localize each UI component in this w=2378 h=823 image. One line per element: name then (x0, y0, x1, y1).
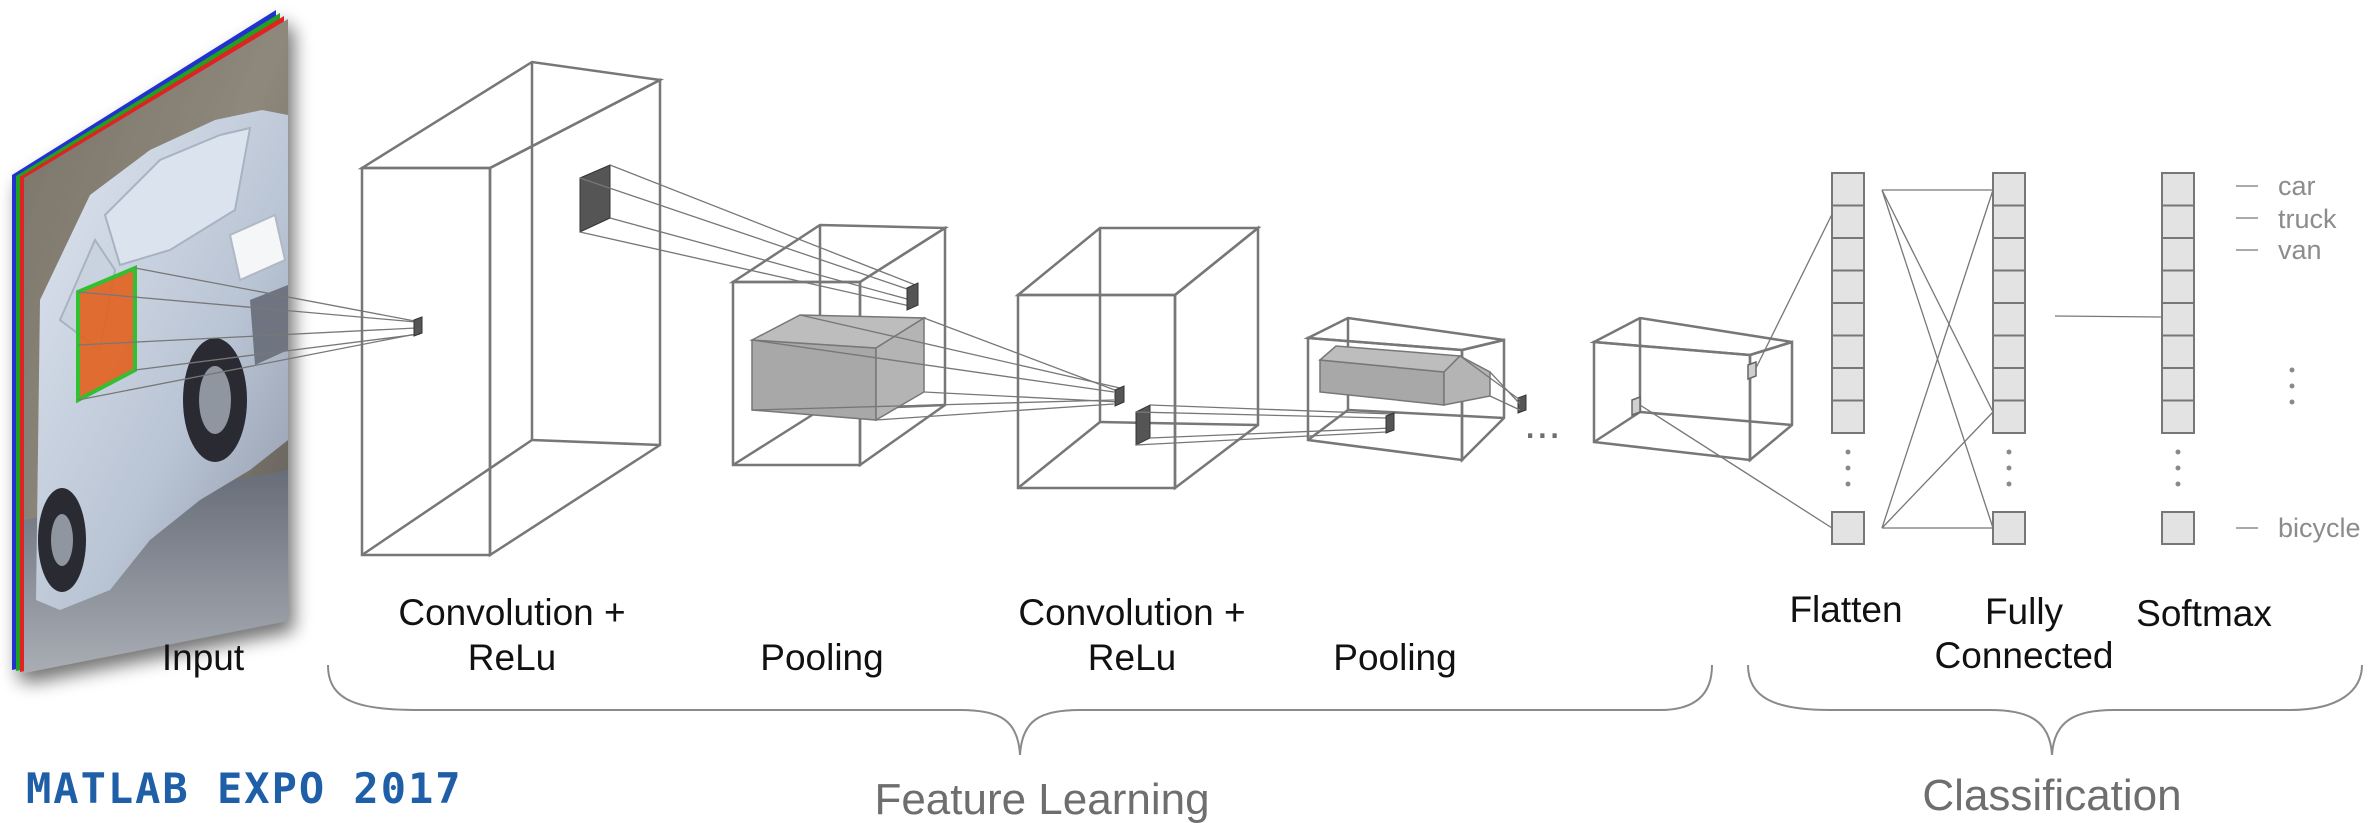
label-flatten: Flatten (1789, 589, 1902, 630)
class-truck: truck (2278, 204, 2337, 234)
car-rear-hub (51, 514, 73, 566)
fc-unit (1992, 237, 2026, 272)
flatten-last-unit (1831, 511, 1865, 545)
fc-last-unit (1992, 511, 2026, 545)
softmax-unit (2161, 237, 2195, 272)
flatten-unit (1831, 237, 1865, 272)
softmax-ellipsis-dot (2175, 465, 2181, 471)
flatten-unit (1831, 399, 1865, 434)
pool1-neuron (906, 282, 919, 311)
label-input: Input (162, 637, 245, 678)
fc-ellipsis-dot (2006, 449, 2012, 455)
label-pool2: Pooling (1333, 637, 1456, 678)
softmax-unit (2161, 334, 2195, 369)
label-fc-line2: Connected (1935, 635, 2114, 676)
flatten-unit (1831, 204, 1865, 239)
softmax-unit (2161, 204, 2195, 239)
softmax-unit (2161, 367, 2195, 402)
flatten-unit (1831, 367, 1865, 402)
softmax-unit (2161, 302, 2195, 337)
fc-ellipsis-dot (2006, 481, 2012, 487)
layer-ellipsis: ... (1524, 399, 1561, 448)
input-to-conv1-connections (77, 267, 421, 401)
flatten-layer (1831, 172, 1865, 545)
label-conv1-line2: ReLu (468, 637, 556, 678)
final-feature-volume (1589, 316, 1794, 463)
car-front-hub (199, 366, 231, 434)
flatten-to-fc-connections (1881, 189, 1994, 529)
conv1-volume (357, 60, 665, 558)
flatten-ellipsis-dot (1845, 449, 1851, 455)
flatten-unit (1831, 302, 1865, 337)
car-headlight (228, 213, 287, 282)
class-bicycle: bicycle (2278, 513, 2361, 543)
softmax-unit (2161, 399, 2195, 434)
pool2-neuron (1385, 412, 1395, 434)
fully-connected-layer (1992, 172, 2026, 545)
conv1-neuron (413, 316, 423, 337)
flatten-unit (1831, 334, 1865, 369)
flatten-ellipsis-dot (1845, 465, 1851, 471)
label-pool1: Pooling (760, 637, 883, 678)
fc-unit (1992, 172, 2026, 207)
class-van: van (2278, 235, 2322, 265)
conv2-to-pool2-connections (1135, 404, 1393, 446)
feature-cell-bottom (1631, 395, 1641, 417)
fc-unit (1992, 269, 2026, 304)
flatten-unit (1831, 172, 1865, 207)
label-fc-line1: Fully (1985, 591, 2064, 632)
conv1-filter-patch (579, 164, 611, 233)
pool1-to-conv2-connections (751, 314, 1121, 421)
classification-brace (1747, 664, 2363, 756)
label-softmax: Softmax (2136, 593, 2272, 634)
class-car: car (2278, 171, 2316, 201)
fc-unit (1992, 302, 2026, 337)
matlab-expo-logo: MATLAB EXPO 2017 (26, 764, 463, 813)
input-image (12, 10, 288, 673)
fc-to-softmax-connection (2054, 315, 2163, 318)
softmax-ellipsis-dot (2175, 449, 2181, 455)
fc-unit (1992, 367, 2026, 402)
feature-learning-brace (327, 664, 1713, 756)
conv1-to-pool1-connections (579, 164, 919, 307)
softmax-layer (2161, 172, 2195, 545)
section-feature-learning: Feature Learning (874, 775, 1209, 823)
fc-ellipsis-dot (2006, 465, 2012, 471)
flatten-ellipsis-dot (1845, 481, 1851, 487)
fc-unit (1992, 399, 2026, 434)
pool2-volume (1303, 316, 1527, 464)
class-labels: car truck van bicycle (2236, 171, 2361, 543)
car-body (36, 110, 288, 610)
fc-unit (1992, 334, 2026, 369)
section-classification: Classification (1922, 771, 2181, 820)
softmax-last-unit (2161, 511, 2195, 545)
conv2-volume (1014, 225, 1262, 491)
label-conv2-line1: Convolution + (1018, 592, 1245, 633)
label-conv1-line1: Convolution + (398, 592, 625, 633)
car-grille (250, 285, 288, 365)
softmax-ellipsis-dot (2175, 481, 2181, 487)
pool1-volume (728, 223, 950, 468)
feature-cell-top (1747, 360, 1757, 381)
volume-to-flatten-connections (1639, 189, 1845, 529)
conv2-neuron (1114, 385, 1125, 407)
flatten-unit (1831, 269, 1865, 304)
label-conv2-line2: ReLu (1088, 637, 1176, 678)
softmax-unit (2161, 269, 2195, 304)
conv2-filter-patch (1135, 404, 1151, 446)
car-windshield (103, 126, 252, 267)
fc-unit (1992, 204, 2026, 239)
softmax-unit (2161, 172, 2195, 207)
